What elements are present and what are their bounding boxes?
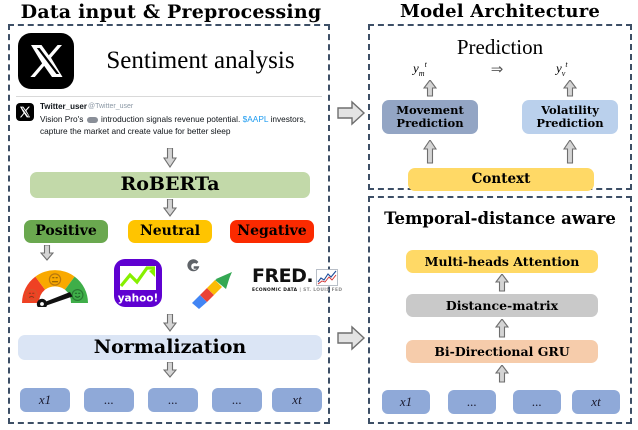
sentiment-analysis-heading: Sentiment analysis: [106, 47, 295, 74]
fred-chart-icon: [316, 269, 338, 286]
left-token-0: x1: [20, 388, 70, 412]
arrow-sentiment-to-gauge: [40, 245, 54, 261]
multi-heads-attention-block: Multi-heads Attention: [406, 250, 598, 273]
y-volatility-label: yvt: [556, 60, 568, 78]
cashtag-link[interactable]: $AAPL: [242, 114, 269, 124]
fred-wordmark: FRED.: [252, 265, 314, 287]
y-movement-label: ymt: [413, 60, 427, 78]
tweet-display-name: Twitter_user: [40, 102, 87, 111]
sentiment-gauge-icon: [18, 263, 92, 310]
arrow-bigru-to-distmat: [495, 319, 509, 338]
left-panel-title: Data input & Preprocessing: [20, 1, 322, 23]
fred-tagline-sep: |: [299, 288, 302, 293]
left-token-3: ...: [212, 388, 262, 412]
x-twitter-icon: [18, 33, 74, 89]
arrow-roberta-to-sentiment: [163, 199, 177, 217]
y-volatility-base: y: [556, 60, 562, 76]
arrow-context-to-volatility: [563, 140, 577, 164]
tweet-divider: [16, 96, 322, 97]
arrow-distmat-to-attention: [495, 274, 509, 292]
sentiment-negative-block: Negative: [230, 220, 314, 243]
arrow-normalization-to-tokens: [163, 362, 177, 378]
tweet-text-2: introduction signals revenue potential.: [101, 114, 241, 124]
y-movement-subscript: m: [418, 68, 425, 78]
connector-arrow-top: [336, 98, 366, 128]
bi-directional-gru-block: Bi-Directional GRU: [406, 340, 598, 363]
tweet-card: Twitter_user @Twitter_user Vision Pro's …: [16, 102, 324, 146]
right-token-1: ...: [448, 390, 496, 414]
y-movement-base: y: [413, 60, 419, 76]
volatility-prediction-line1: Volatility: [541, 103, 599, 118]
left-token-2: ...: [148, 388, 198, 412]
fred-logo: FRED. ECONOMIC DATA | ST. LOUIS FED: [252, 267, 348, 299]
arrow-tokens-to-bigru: [495, 365, 509, 383]
prediction-relation-arrow: ⇒: [490, 60, 504, 78]
left-token-4: xt: [272, 388, 322, 412]
temporal-distance-heading: Temporal-distance aware: [384, 208, 616, 228]
tweet-text-1: Vision Pro's: [40, 114, 84, 124]
arrow-context-to-movement: [423, 140, 437, 164]
tweet-body: Vision Pro's introduction signals revenu…: [40, 113, 324, 138]
svg-text:yahoo!: yahoo!: [118, 293, 159, 305]
volatility-prediction-block: Volatility Prediction: [522, 100, 618, 134]
arrow-volatility-to-y: [563, 80, 577, 97]
prediction-heading: Prediction: [456, 34, 544, 59]
fred-tagline-muted: ST. LOUIS FED: [303, 288, 343, 293]
right-token-0: x1: [382, 390, 430, 414]
google-finance-logo: [176, 257, 238, 309]
data-sources-row: yahoo! FRED.: [16, 255, 342, 311]
arrow-sources-to-normalization: [163, 314, 177, 332]
context-block: Context: [408, 168, 594, 191]
right-token-3: xt: [572, 390, 620, 414]
sentiment-positive-block: Positive: [24, 220, 108, 243]
left-token-1: ...: [84, 388, 134, 412]
fred-tagline-main: ECONOMIC DATA: [252, 288, 298, 293]
y-movement-superscript: t: [424, 60, 427, 69]
x-twitter-avatar-icon: [16, 103, 34, 121]
y-volatility-subscript: v: [561, 68, 566, 78]
roberta-block: RoBERTa: [30, 172, 310, 198]
movement-prediction-line2: Prediction: [396, 116, 464, 130]
y-volatility-superscript: t: [565, 60, 568, 69]
connector-arrow-bottom: [336, 323, 366, 353]
sentiment-neutral-block: Neutral: [128, 220, 212, 243]
fred-tagline: ECONOMIC DATA | ST. LOUIS FED: [252, 288, 348, 293]
volatility-prediction-line2: Prediction: [536, 116, 604, 130]
arrow-tweet-to-roberta: [163, 148, 177, 168]
tweet-handle: @Twitter_user: [88, 102, 134, 110]
right-token-2: ...: [513, 390, 561, 414]
arrow-movement-to-y: [423, 80, 437, 97]
normalization-block: Normalization: [18, 335, 322, 360]
yahoo-finance-logo: yahoo!: [114, 259, 162, 307]
movement-prediction-block: Movement Prediction: [382, 100, 478, 134]
right-panel-title: Model Architecture: [399, 1, 601, 22]
tweet-text-3: investors, capture the market and create…: [40, 114, 306, 137]
vision-pro-emoji-icon: [86, 116, 98, 123]
distance-matrix-block: Distance-matrix: [406, 294, 598, 317]
movement-prediction-line1: Movement: [396, 103, 464, 118]
